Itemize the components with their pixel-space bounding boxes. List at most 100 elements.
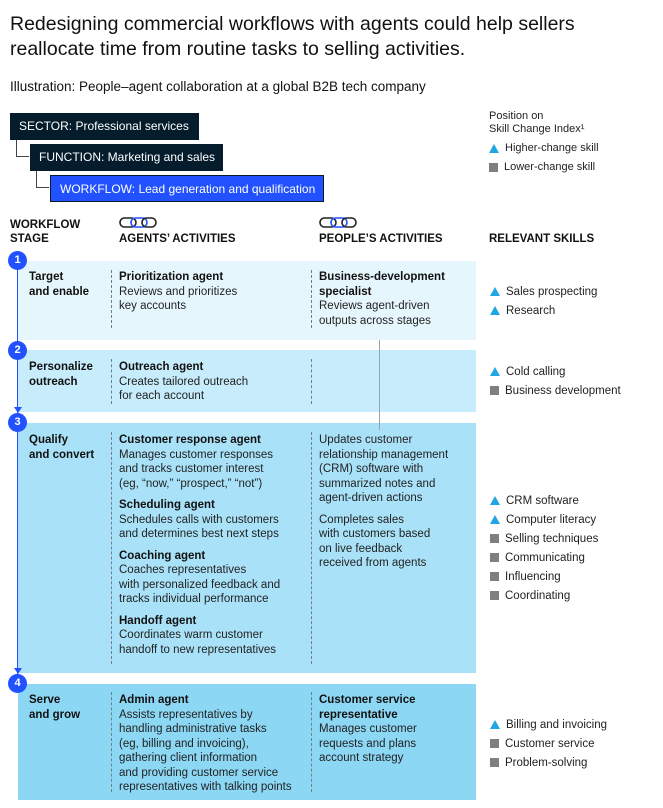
stage-name-line2: outreach [29, 376, 78, 388]
stage-band-1 [18, 261, 476, 340]
agent-text: Reviews and prioritizes [119, 285, 238, 298]
agent-text: and tracks customer interest [119, 463, 264, 475]
square-icon [490, 591, 499, 600]
agent-text: with personalized feedback and [119, 578, 281, 591]
tree-connector [36, 171, 49, 188]
agent-name: Admin agent [119, 694, 189, 706]
legend-heading-line1: Position on [489, 110, 544, 122]
legend: Position on Skill Change Index¹ Higher-c… [489, 110, 599, 174]
stage-number-4: 4 [8, 674, 27, 693]
skill-item: Cold calling [490, 362, 621, 381]
legend-higher: Higher-change skill [489, 142, 599, 155]
stage-flow-line [17, 262, 18, 674]
skill-item: Coordinating [490, 586, 598, 605]
stage-name-4: Serve and grow [29, 693, 80, 723]
person-role: Customer service [319, 694, 416, 706]
triangle-icon [489, 144, 499, 153]
skill-label: Customer service [505, 737, 595, 750]
workflow-label: WORKFLOW: Lead generation and qualificat… [50, 175, 324, 202]
agent-text: (eg, “now,” “prospect,” “not”) [119, 477, 263, 490]
agent-text: Coaches representatives [119, 564, 247, 576]
stage-band-2 [18, 350, 476, 412]
people-cell-stage1: Business-development specialist Reviews … [319, 270, 445, 328]
skill-item: Selling techniques [490, 529, 598, 548]
agent-name: Handoff agent [119, 614, 197, 627]
people-connector-line [379, 340, 380, 430]
divider [111, 692, 112, 792]
stage-number-1: 1 [8, 251, 27, 270]
agent-text: gathering client information [119, 752, 258, 764]
triangle-icon [490, 306, 500, 315]
agent-text: Schedules calls with customers [119, 513, 279, 526]
column-header-skills: RELEVANT SKILLS [489, 233, 595, 245]
person-role: specialist [319, 285, 372, 298]
agent-text: Coordinates warm customer [119, 629, 263, 641]
legend-heading-line2: Skill Change Index¹ [489, 123, 585, 135]
square-icon [490, 386, 499, 395]
skill-item: Influencing [490, 567, 598, 586]
divider [111, 432, 112, 664]
stage-number-3: 3 [8, 413, 27, 432]
chart-title: Redesigning commercial workflows with ag… [10, 13, 575, 60]
agent-text: and determines best next steps [119, 528, 279, 540]
tree-connector [16, 140, 29, 157]
agent-text: and providing customer service [119, 766, 279, 779]
stage-name-3: Qualify and convert [29, 433, 94, 463]
divider [311, 692, 312, 792]
people-text: (CRM) software with [319, 463, 424, 475]
function-label: FUNCTION: Marketing and sales [30, 144, 223, 171]
triangle-icon [490, 720, 500, 729]
chart-subtitle: Illustration: People–agent collaboration… [10, 79, 426, 94]
people-text: Manages customer [319, 723, 417, 735]
agent-cell-stage4: Admin agent Assists representatives by h… [119, 693, 292, 795]
skill-item: Communicating [490, 548, 598, 567]
skills-stage4: Billing and invoicing Customer service P… [490, 715, 607, 772]
agent-cell-stage2: Outreach agent Creates tailored outreach… [119, 360, 248, 404]
stage-name-line2: and grow [29, 709, 81, 721]
agent-text: Creates tailored outreach [119, 375, 249, 388]
skill-item: Customer service [490, 734, 607, 753]
people-cell-stage3: Updates customer relationship management… [319, 433, 448, 571]
agent-text: tracks individual performance [119, 593, 269, 605]
skill-label: Billing and invoicing [506, 718, 608, 731]
stage-name-line1: Personalize [29, 361, 93, 373]
people-cell-stage4: Customer service representative Manages … [319, 693, 417, 766]
people-text: requests and plans [319, 737, 417, 750]
agent-name: Prioritization agent [119, 271, 224, 283]
agent-cell-stage3: Customer response agent Manages customer… [119, 433, 280, 657]
stage-name-line1: Qualify [29, 434, 68, 446]
chain-link-icon [119, 217, 157, 228]
square-icon [489, 163, 498, 172]
people-text: on live feedback [319, 542, 403, 555]
triangle-icon [490, 515, 500, 524]
skill-label: Business development [505, 384, 621, 397]
column-header-stage-line2: STAGE [10, 233, 49, 245]
people-text: Completes sales [319, 513, 405, 526]
person-role: representative [319, 708, 398, 721]
skill-item: Billing and invoicing [490, 715, 607, 734]
square-icon [490, 758, 499, 767]
people-text: Updates customer [319, 434, 413, 446]
people-text: Reviews agent-driven [319, 300, 430, 312]
stage-name-line1: Target [29, 271, 64, 283]
skill-label: Influencing [505, 570, 561, 583]
skill-item: Problem-solving [490, 753, 607, 772]
agent-name: Coaching agent [119, 549, 206, 562]
agent-text: representatives with talking points [119, 781, 292, 793]
square-icon [490, 534, 499, 543]
skill-label: Cold calling [506, 365, 566, 378]
stage-band-4 [18, 684, 476, 800]
arrow-down-icon [14, 668, 22, 674]
people-text: received from agents [319, 557, 427, 569]
skill-label: Communicating [505, 551, 585, 564]
chain-link-icon [319, 217, 357, 228]
skill-label: Computer literacy [506, 513, 597, 526]
skill-label: Selling techniques [505, 532, 599, 545]
skill-label: Research [506, 304, 556, 317]
skills-stage3: CRM software Computer literacy Selling t… [490, 491, 598, 605]
arrow-down-icon [14, 407, 22, 413]
triangle-icon [490, 367, 500, 376]
triangle-icon [490, 496, 500, 505]
column-header-stage-line1: WORKFLOW [10, 219, 81, 231]
agent-name: Scheduling agent [119, 499, 215, 511]
